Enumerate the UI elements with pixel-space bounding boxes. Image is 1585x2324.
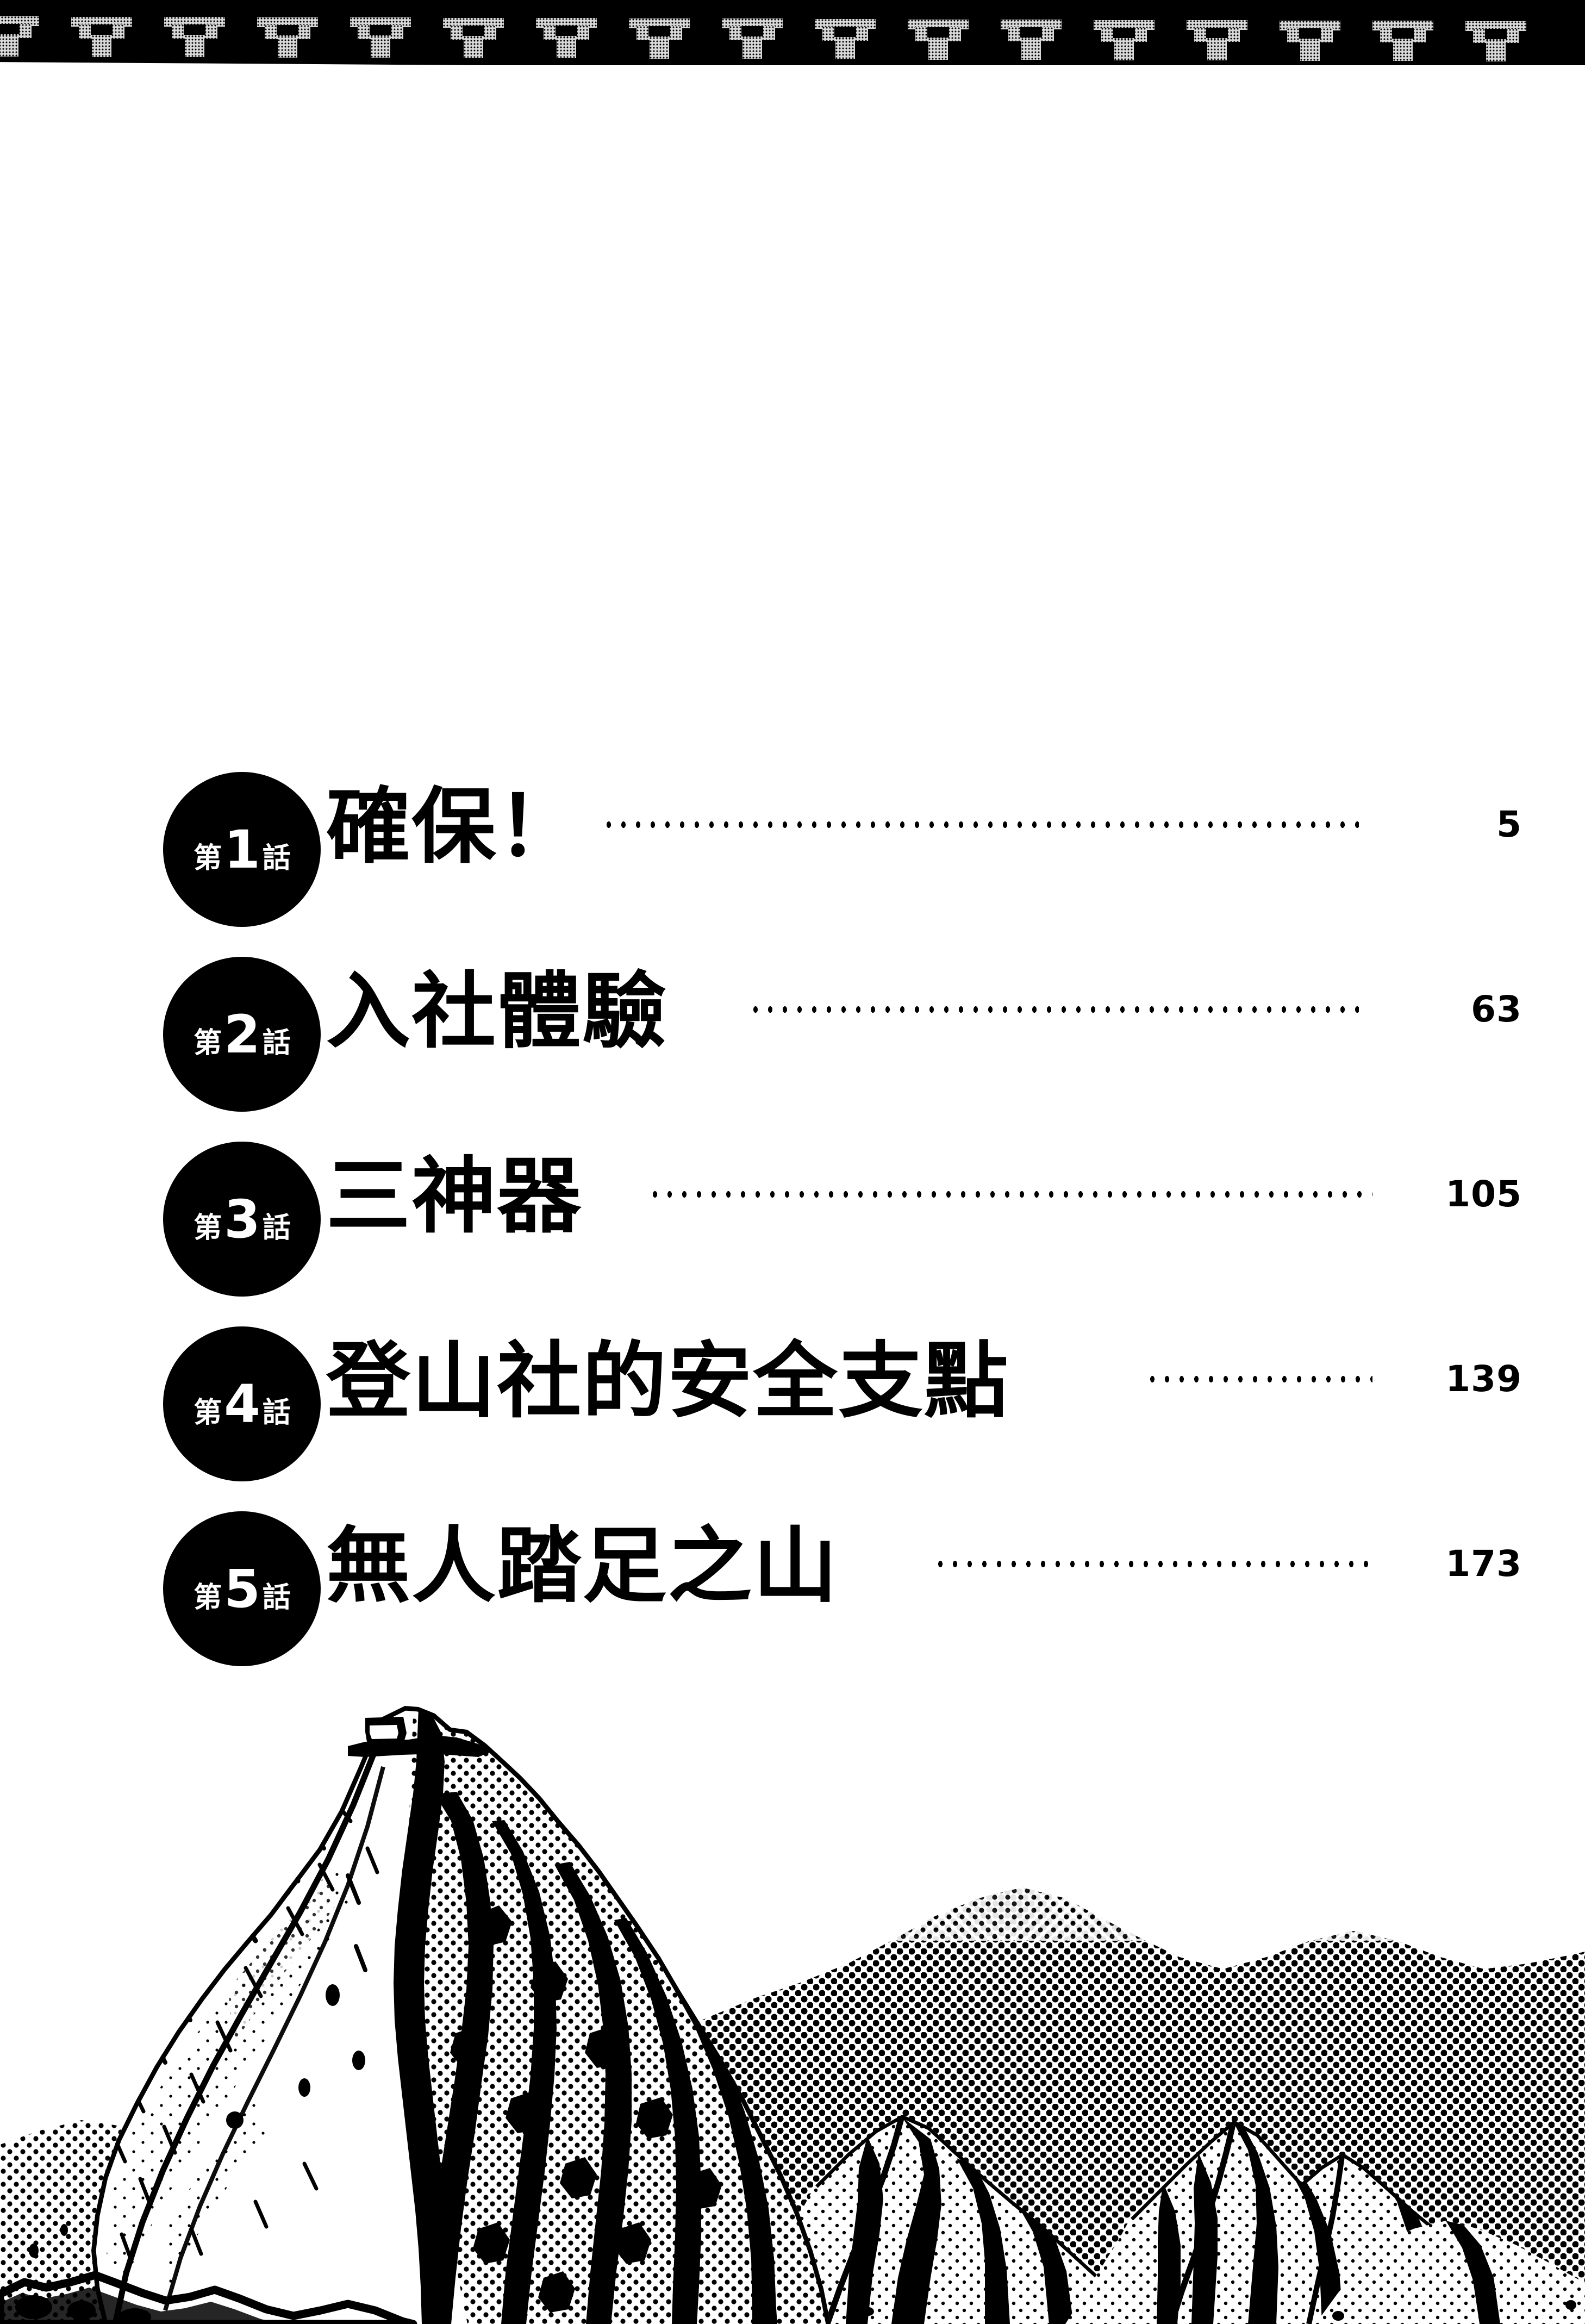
badge-number: 1 [224,819,260,880]
mountain-illustration [0,1685,1585,2324]
page-number-5: 173 [1445,1543,1522,1585]
chapter-title-2[interactable]: 入社體驗 [326,963,668,1060]
banner-motif-icon [0,16,39,57]
banner-motif-icon [629,18,690,59]
chapter-title-5[interactable]: 無人踏足之山 [326,1518,839,1614]
badge-prefix: 第 [194,842,222,875]
page-number-2: 63 [1471,988,1522,1030]
banner-motif-icon [815,18,876,59]
banner-motif-icon [164,17,225,58]
chapter-title-3[interactable]: 三神器 [326,1148,583,1244]
banner-motif-icon [443,17,504,58]
dot-leader-3 [650,1191,1372,1198]
badge-prefix: 第 [194,1396,222,1429]
lower-left-foothill [0,2271,417,2324]
banner-motif-row [0,0,1585,65]
badge-suffix: 話 [262,1581,291,1614]
banner-motif-icon [1094,20,1155,60]
summit-hut-icon [348,1717,492,1757]
banner-motif-icon [350,17,411,58]
chapter-title-1[interactable]: 確保！ [326,778,583,875]
banner-motif-icon [1001,20,1062,60]
dot-leader-4 [1147,1375,1372,1383]
banner-motif-icon [1372,21,1433,61]
badge-prefix: 第 [194,1211,222,1244]
ink-flecks [29,2224,1576,2321]
top-decorative-banner [0,0,1585,65]
banner-motif-icon [257,17,318,58]
banner-motif-icon [722,18,783,59]
badge-suffix: 話 [262,1396,291,1429]
banner-motif-icon [71,16,132,57]
badge-suffix: 話 [262,1026,291,1060]
page-number-4: 139 [1445,1358,1522,1400]
badge-prefix: 第 [194,1026,222,1060]
badge-number: 5 [224,1558,260,1619]
badge-prefix: 第 [194,1581,222,1614]
badge-suffix: 話 [262,842,291,875]
dot-leader-5 [935,1560,1370,1568]
page-number-1: 5 [1496,803,1522,845]
mountain-artwork-svg [0,1685,1585,2324]
banner-motif-icon [1187,20,1247,61]
dot-leader-2 [750,1006,1359,1013]
banner-motif-icon [536,18,597,59]
page-number-3: 105 [1445,1173,1522,1215]
badge-number: 3 [224,1188,260,1250]
banner-motif-icon [1465,21,1526,61]
badge-number: 2 [224,1004,260,1065]
badge-suffix: 話 [262,1211,291,1244]
dot-leader-1 [603,821,1359,828]
badge-number: 4 [224,1373,260,1435]
banner-motif-icon [1280,20,1340,61]
banner-motif-icon [908,19,969,60]
chapter-title-4[interactable]: 登山社的安全支點 [326,1333,1009,1429]
